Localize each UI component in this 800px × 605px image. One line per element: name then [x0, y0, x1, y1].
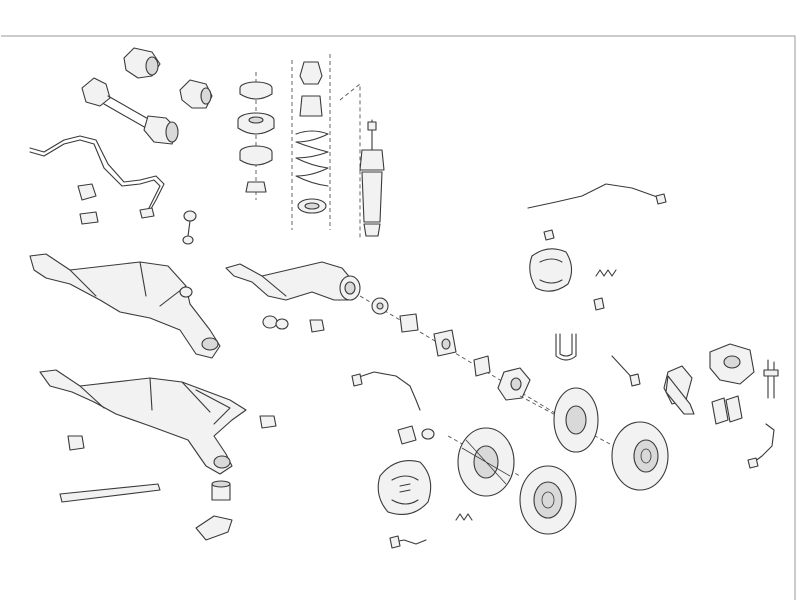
brake-disc-rear	[447, 427, 521, 497]
hub-bearing-chain	[359, 295, 561, 417]
brake-disc-front	[611, 421, 669, 491]
mount-cup	[211, 480, 231, 501]
rear-subframe-upper	[29, 253, 221, 359]
clip-small-1	[593, 297, 605, 311]
bushing-left-2	[259, 415, 277, 429]
coil-spring-assembly	[291, 54, 331, 230]
dust-shield	[519, 387, 641, 461]
clip-small-2	[543, 229, 555, 241]
cv-boot-mid	[179, 79, 213, 109]
strip-bar	[59, 483, 161, 503]
frame-border	[1, 35, 796, 600]
trailing-arm	[225, 261, 361, 301]
pad-clips	[763, 359, 779, 399]
brake-caliper	[709, 343, 755, 385]
adjuster-bar	[389, 535, 427, 549]
stabilizer-bar	[29, 135, 165, 219]
wear-sensor	[747, 423, 775, 469]
shock-absorber	[339, 83, 385, 240]
bushing-pair	[397, 425, 435, 445]
brake-shoe-set-upper	[529, 248, 573, 292]
u-bolt	[555, 333, 577, 361]
stabilizer-bushing	[77, 183, 99, 225]
guide-pin	[611, 355, 641, 387]
support-bracket	[195, 515, 233, 541]
bushing-left-1	[67, 435, 85, 451]
strut-mount-stack	[237, 72, 275, 200]
return-spring	[455, 513, 473, 521]
brake-hose	[351, 371, 421, 411]
drive-shaft	[81, 77, 179, 145]
cv-boot-top	[123, 47, 161, 79]
bushing-small-1	[262, 315, 289, 330]
bushing-small-2	[309, 319, 325, 333]
stabilizer-link	[182, 210, 197, 245]
adjuster-spring	[595, 269, 617, 277]
rear-subframe-lower	[39, 369, 247, 475]
brake-pad-set	[711, 395, 743, 425]
brake-drum	[519, 465, 577, 535]
brake-shoe-set-lower	[377, 460, 432, 515]
caliper-carrier	[663, 365, 695, 415]
handbrake-cable	[527, 183, 667, 209]
